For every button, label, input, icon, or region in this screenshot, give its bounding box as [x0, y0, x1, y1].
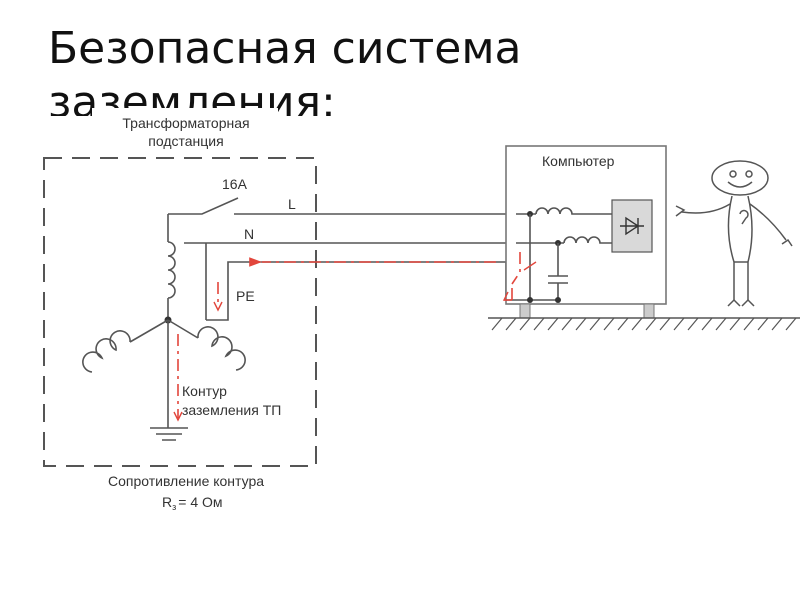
loop-label-line2: заземления ТП: [182, 402, 281, 418]
breaker-label: 16А: [222, 176, 248, 192]
diode-icon: [620, 216, 644, 236]
hatch-mark: [771, 317, 783, 331]
computer-label: Компьютер: [542, 153, 615, 169]
fault-path-chassis: [511, 252, 521, 285]
hatch-mark: [589, 317, 601, 331]
hatch-mark: [785, 317, 797, 331]
ground-rod: [150, 320, 188, 441]
breaker-switch: [168, 197, 239, 215]
ground-loop-left: [82, 319, 169, 373]
hatch-mark: [743, 317, 755, 331]
line-N-label: N: [244, 226, 254, 242]
hatch-mark: [645, 317, 657, 331]
hatch-mark: [533, 317, 545, 331]
substation-frame: [43, 157, 317, 467]
substation-label-line1: Трансформаторная: [122, 115, 249, 131]
hatch-mark: [659, 317, 671, 331]
slide-title: Безопасная система заземления:: [48, 23, 522, 116]
hatch-mark: [673, 317, 685, 331]
hatch-mark: [491, 317, 503, 331]
transformer-secondary: [167, 214, 176, 320]
hatch-mark: [561, 317, 573, 331]
hatch-mark: [715, 317, 727, 331]
line-L-label: L: [288, 196, 296, 212]
ground-loop-right: [167, 319, 246, 371]
hatch-mark: [757, 317, 769, 331]
loop-label-line1: Контур: [182, 383, 227, 399]
hatch-mark: [603, 317, 615, 331]
hatch-mark: [701, 317, 713, 331]
filter-inductor-N: [563, 236, 612, 244]
filter-inductor-L: [535, 207, 612, 215]
hatch-mark: [687, 317, 699, 331]
hatch-mark: [519, 317, 531, 331]
hatch-mark: [505, 317, 517, 331]
resistance-value: Rз= 4 Ом: [162, 494, 223, 512]
resistance-label: Сопротивление контура: [108, 473, 264, 489]
hatch-mark: [631, 317, 643, 331]
floor-hatching: [491, 317, 797, 331]
substation-label-line2: подстанция: [148, 133, 223, 149]
person-figure: [675, 160, 793, 307]
hatch-mark: [617, 317, 629, 331]
hatch-mark: [575, 317, 587, 331]
neutral-line: [184, 242, 516, 320]
line-PE-label: PE: [236, 288, 255, 304]
hatch-mark: [729, 317, 741, 331]
hatch-mark: [547, 317, 559, 331]
